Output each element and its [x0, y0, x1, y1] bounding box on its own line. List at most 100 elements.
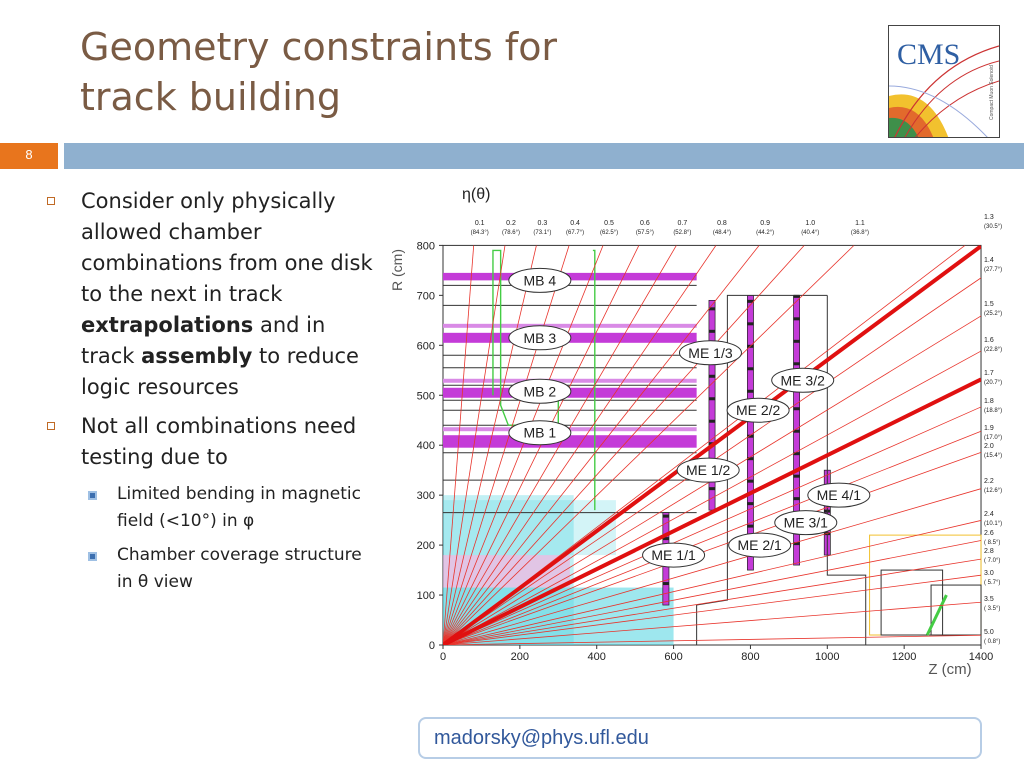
x-tick-label: 600 [664, 651, 682, 663]
right-eta-value: 1.6 [984, 337, 994, 344]
disc-spacer [747, 322, 754, 326]
right-eta-angle: ( 7.0°) [984, 558, 1000, 564]
right-eta-value: 1.7 [984, 370, 994, 377]
chamber-label-bubble [676, 457, 740, 483]
chamber-label-bubble [508, 420, 572, 446]
top-eta-value: 1.1 [855, 220, 865, 227]
right-eta-angle: (10.1°) [984, 521, 1002, 527]
bullet-list: Consider only physically allowed chamber… [44, 186, 374, 603]
right-eta-angle: ( 3.5°) [984, 606, 1000, 612]
disc-spacer [708, 329, 716, 333]
right-eta-value: 1.4 [984, 257, 994, 264]
title-line-2: track building [80, 75, 341, 119]
chamber-label-bubble [508, 267, 572, 293]
chamber-label-bubble [774, 510, 838, 536]
eta-line [443, 574, 982, 645]
y-tick-label: 500 [417, 390, 435, 402]
disc-spacer [747, 299, 754, 303]
right-eta-angle: (25.2°) [984, 311, 1002, 317]
chamber-label-bubble [678, 340, 742, 366]
logo-subtext: Compact Muon Solenoid [989, 65, 995, 120]
chamber-label-bubble [508, 325, 572, 351]
track-line-lower [443, 377, 982, 645]
track-line-upper [443, 245, 982, 645]
top-eta-angle: (73.1°) [533, 230, 551, 236]
cms-logo: CMS Compact Muon Solenoid [888, 25, 1000, 138]
mb-chamber-band [443, 378, 697, 383]
y-tick-label: 400 [417, 440, 435, 452]
eta-line [443, 558, 982, 645]
eta-line [443, 245, 506, 645]
top-eta-value: 0.8 [717, 220, 727, 227]
chamber-label-mb4: MB 4 [523, 272, 556, 288]
right-eta-value: 1.8 [984, 398, 994, 405]
x-tick-label: 0 [440, 651, 446, 663]
email-text: madorsky@phys.ufl.edu [434, 727, 649, 749]
disc-spacer [747, 434, 754, 438]
chamber-label-me12: ME 1/2 [686, 462, 731, 478]
disc-spacer [793, 407, 800, 411]
top-eta-value: 0.6 [640, 220, 650, 227]
top-eta-angle: (67.7°) [566, 230, 584, 236]
right-eta-value: 1.9 [984, 425, 994, 432]
top-eta-angle: (52.8°) [673, 230, 691, 236]
eta-line [443, 540, 982, 645]
chamber-label-me13: ME 1/3 [688, 345, 733, 361]
header-bar [64, 143, 1024, 169]
slide-title: Geometry constraints for track building [80, 22, 557, 122]
eta-line [443, 245, 855, 645]
eta-line [443, 452, 982, 645]
sub-bullet-square-icon [88, 552, 97, 561]
chamber-label-me31: ME 3/1 [784, 515, 829, 531]
eta-line [443, 406, 982, 645]
right-eta-value: 2.4 [984, 511, 994, 518]
eta-line [443, 245, 805, 645]
sub-bullet-square-icon [88, 491, 97, 500]
top-eta-angle: (40.4°) [801, 230, 819, 236]
disc-spacer [747, 367, 754, 371]
right-eta-angle: (20.7°) [984, 380, 1002, 386]
email-box: madorsky@phys.ufl.edu [418, 717, 982, 759]
top-eta-angle: (57.5°) [636, 230, 654, 236]
endcap-outline [696, 294, 828, 645]
right-eta-value: 5.0 [984, 629, 994, 636]
chamber-label-me11: ME 1/1 [651, 547, 696, 563]
right-eta-value: 2.8 [984, 548, 994, 555]
title-line-1: Geometry constraints for [80, 25, 558, 69]
bullet-2: Not all combinations need testing due to [44, 411, 374, 473]
disc-spacer [793, 474, 800, 478]
y-tick-label: 700 [417, 290, 435, 302]
eta-line [443, 488, 982, 645]
eta-line [443, 601, 982, 645]
disc-spacer [708, 374, 716, 378]
chamber-label-bubble [726, 397, 790, 423]
chamber-label-bubble [807, 482, 871, 508]
bullet-1: Consider only physically allowed chamber… [44, 186, 374, 403]
bullet-square-icon [47, 422, 55, 430]
eta-line [443, 634, 982, 645]
disc-spacer [793, 452, 800, 456]
y-tick-label: 0 [429, 640, 435, 652]
chamber-label-bubble [642, 542, 706, 568]
sub-bullet-1: Limited bending in magnetic field (<10°)… [44, 481, 374, 535]
top-eta-angle: (84.3°) [471, 230, 489, 236]
x-tick-label: 400 [588, 651, 606, 663]
y-tick-label: 200 [417, 540, 435, 552]
chamber-label-me32: ME 3/2 [781, 372, 826, 388]
disc-spacer [793, 429, 800, 433]
right-eta-value: 1.5 [984, 301, 994, 308]
calorimeter-region [443, 555, 570, 588]
right-eta-angle: ( 8.5°) [984, 540, 1000, 546]
right-eta-value: 2.0 [984, 443, 994, 450]
x-tick-label: 1400 [969, 651, 993, 663]
top-eta-angle: (62.5°) [600, 230, 618, 236]
chamber-label-mb3: MB 3 [523, 330, 556, 346]
x-tick-label: 1200 [892, 651, 916, 663]
disc-spacer [662, 537, 669, 541]
right-eta-angle: (12.6°) [984, 488, 1002, 494]
x-tick-label: 800 [741, 651, 759, 663]
y-tick-label: 600 [417, 340, 435, 352]
disc-spacer [793, 497, 800, 501]
mb-chamber-band [443, 435, 697, 448]
eta-line [443, 245, 475, 645]
